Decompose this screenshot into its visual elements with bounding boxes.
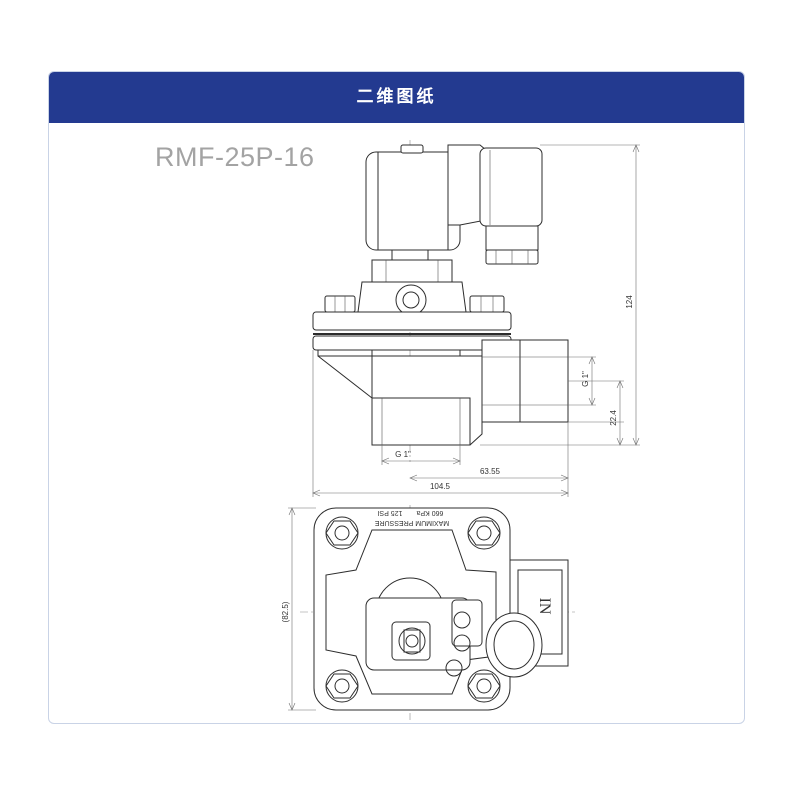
plan-bolt-bottom-right	[467, 669, 501, 703]
coil-nut	[400, 144, 424, 154]
plan-connector	[451, 599, 483, 647]
armature-nut	[371, 259, 453, 283]
model-number: RMF-25P-16	[155, 142, 315, 172]
plan-view: IN MAXIMUM PRESSURE 660 KPa 125 PSI (82.…	[281, 505, 575, 720]
dim-port-height: 22.4	[609, 410, 618, 426]
card-title: 二维图纸	[356, 87, 437, 107]
dim-width-outlet: 63.55	[480, 467, 501, 476]
bolt-right	[469, 295, 505, 313]
coil-body	[365, 151, 461, 251]
dim-outlet-thread: G 1"	[581, 371, 590, 387]
plan-plug	[485, 612, 543, 678]
plug-body	[479, 147, 543, 227]
outlet-port	[481, 339, 569, 423]
flow-mark: IN	[536, 598, 553, 615]
stamp-line-1: MAXIMUM PRESSURE	[375, 519, 450, 526]
inlet-port	[371, 397, 471, 446]
bolt-left	[324, 295, 356, 313]
body-flange	[312, 335, 512, 351]
dim-width-total: 104.5	[430, 482, 451, 491]
plan-bolt-top-left	[325, 516, 359, 550]
plan-hole-1	[453, 611, 471, 629]
pressure-stamp: MAXIMUM PRESSURE 660 KPa 125 PSI	[375, 509, 450, 526]
dim-inlet-thread: G 1"	[395, 450, 411, 459]
front-elevation-view: 124 22.4 G 1" G 1" 63.55 104.5	[312, 140, 640, 497]
cable-gland	[485, 225, 539, 251]
stamp-line-2-kpa: 660 KPa	[416, 509, 443, 516]
dim-height-total: 124	[625, 295, 634, 309]
plan-hole-3	[445, 659, 463, 677]
stamp-line-2-psi: 125 PSI	[377, 509, 402, 516]
plan-bolt-bottom-left	[325, 669, 359, 703]
card-header: 二维图纸	[49, 72, 744, 123]
plan-cover-outline	[325, 529, 497, 695]
dim-plan-height: (82.5)	[281, 601, 290, 622]
plan-hole-2	[453, 634, 471, 652]
plan-bolt-top-right	[467, 516, 501, 550]
cover-plate	[312, 311, 512, 331]
plan-armature-nut	[398, 627, 426, 655]
